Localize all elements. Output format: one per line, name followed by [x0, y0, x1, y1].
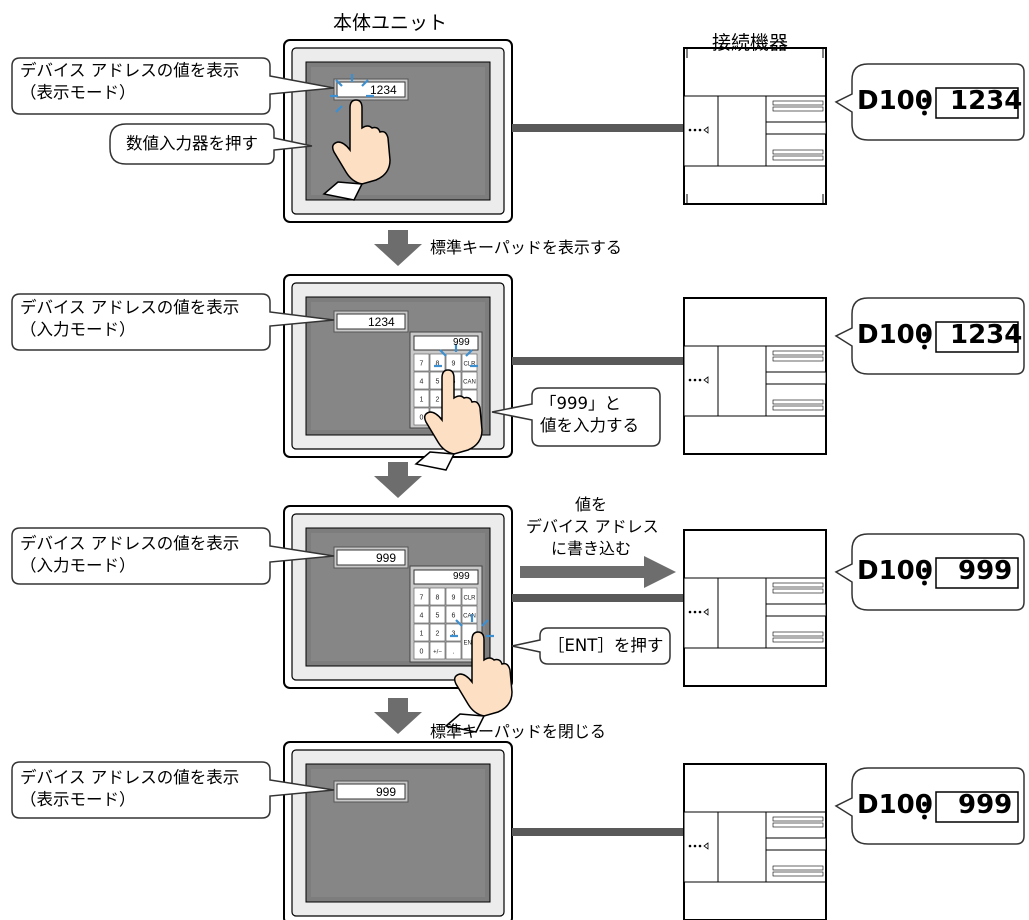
screen-value-4: 999	[376, 785, 397, 799]
keypad-key-label: 5	[436, 613, 440, 620]
display-callout-text-3: デバイス アドレスの値を表示（入力モード）	[20, 534, 240, 575]
keypad-key-label: 9	[452, 361, 456, 368]
device-value-3: 999	[958, 556, 1013, 586]
keypad-key[interactable]	[413, 623, 430, 642]
step-label-3: 標準キーパッドを閉じる	[430, 722, 606, 741]
keypad-key[interactable]	[429, 605, 446, 624]
screen-value-1: 1234	[370, 83, 397, 97]
keypad-key[interactable]	[413, 371, 430, 390]
cable-1	[512, 124, 684, 132]
keypad-key-label: 4	[420, 379, 424, 386]
keypad-key[interactable]	[429, 641, 446, 660]
keypad-key-label: CAN	[463, 380, 476, 386]
keypad-key[interactable]	[429, 587, 446, 606]
keypad-key-label: 1	[420, 631, 424, 638]
keypad-key-label: 9	[452, 595, 456, 602]
connected-device-title: 接続機器	[712, 32, 789, 54]
keypad-key[interactable]	[445, 605, 462, 624]
display-callout-text-4: デバイス アドレスの値を表示（表示モード）	[20, 768, 240, 809]
step-arrow-1	[374, 230, 422, 266]
keypad-key[interactable]	[413, 353, 430, 372]
device-value-2: 1234	[950, 320, 1023, 350]
keypad-key-label: 4	[420, 613, 424, 620]
keypad-key-label: CLR	[463, 596, 476, 602]
keypad-key-label: 0	[420, 649, 424, 656]
keypad-key[interactable]	[429, 623, 446, 642]
pointing-hand-icon	[322, 99, 391, 201]
device-address-4: D100	[857, 790, 933, 820]
display-callout-text-1: デバイス アドレスの値を表示（表示モード）	[20, 61, 240, 102]
keypad-key[interactable]	[413, 641, 430, 660]
step-label-1: 標準キーパッドを表示する	[430, 238, 622, 257]
device-separator-1: ：	[918, 92, 945, 122]
keypad-key[interactable]	[413, 389, 430, 408]
write-label: 値をデバイス アドレスに書き込む	[526, 495, 659, 558]
keypad-key[interactable]	[413, 587, 430, 606]
device-address-1: D100	[857, 86, 933, 116]
stage-4	[11, 741, 1025, 920]
keypad-key[interactable]	[413, 605, 430, 624]
keypad-key-label: 8	[436, 361, 440, 368]
keypad-key-label: 7	[420, 361, 424, 368]
device-separator-3: ：	[918, 562, 945, 592]
device-separator-2: ：	[918, 326, 945, 356]
screen-value-3: 999	[376, 551, 397, 565]
plc-1	[683, 47, 827, 205]
screen-value-2: 1234	[368, 315, 395, 329]
hand-callout-text-1: 数値入力器を押す	[126, 134, 258, 153]
display-callout-text-2: デバイス アドレスの値を表示（入力モード）	[20, 298, 240, 339]
keypad-key-label: .	[453, 649, 455, 656]
device-separator-4: ：	[918, 796, 945, 826]
write-arrow	[520, 556, 676, 588]
keypad-key-label: +/−	[433, 650, 442, 656]
keypad-key[interactable]	[445, 587, 462, 606]
keypad-display-2: 999	[453, 337, 470, 348]
keypad-key[interactable]	[445, 641, 462, 660]
stage-1	[11, 39, 1025, 266]
display-callout-1	[11, 57, 335, 115]
keypad-key-label: 2	[436, 631, 440, 638]
device-address-3: D100	[857, 556, 933, 586]
keypad-key-label: 2	[436, 397, 440, 404]
hand-callout-1	[109, 123, 313, 165]
keypad-key[interactable]	[461, 587, 478, 606]
tap-burst-icon	[330, 74, 374, 113]
device-value-1: 1234	[950, 86, 1023, 116]
keypad-key-label: 0	[420, 415, 424, 422]
keypad-key-label: 5	[436, 379, 440, 386]
device-value-4: 999	[958, 790, 1013, 820]
keypad-key-label: ENT	[464, 641, 476, 647]
device-callout-1	[834, 63, 1025, 141]
keypad-key-label: 8	[436, 595, 440, 602]
keypad-display-3: 999	[453, 571, 470, 582]
main-unit-title: 本体ユニット	[333, 12, 448, 34]
keypad-key-label: CLR	[463, 362, 476, 368]
hand-callout-text-2: 「999」と値を入力する	[540, 394, 639, 435]
keypad-key-label: CAN	[463, 614, 476, 620]
keypad-key-label: 3	[452, 631, 456, 638]
keypad-key-label: 7	[420, 595, 424, 602]
keypad-key[interactable]	[461, 371, 478, 390]
keypad-key-label: 1	[420, 397, 424, 404]
keypad-key-label: 6	[452, 613, 456, 620]
device-address-2: D100	[857, 320, 933, 350]
keypad-key[interactable]	[461, 605, 478, 624]
hand-callout-text-3: ［ENT］を押す	[548, 636, 664, 655]
keypad-key[interactable]	[445, 353, 462, 372]
main-unit-1	[283, 39, 513, 223]
